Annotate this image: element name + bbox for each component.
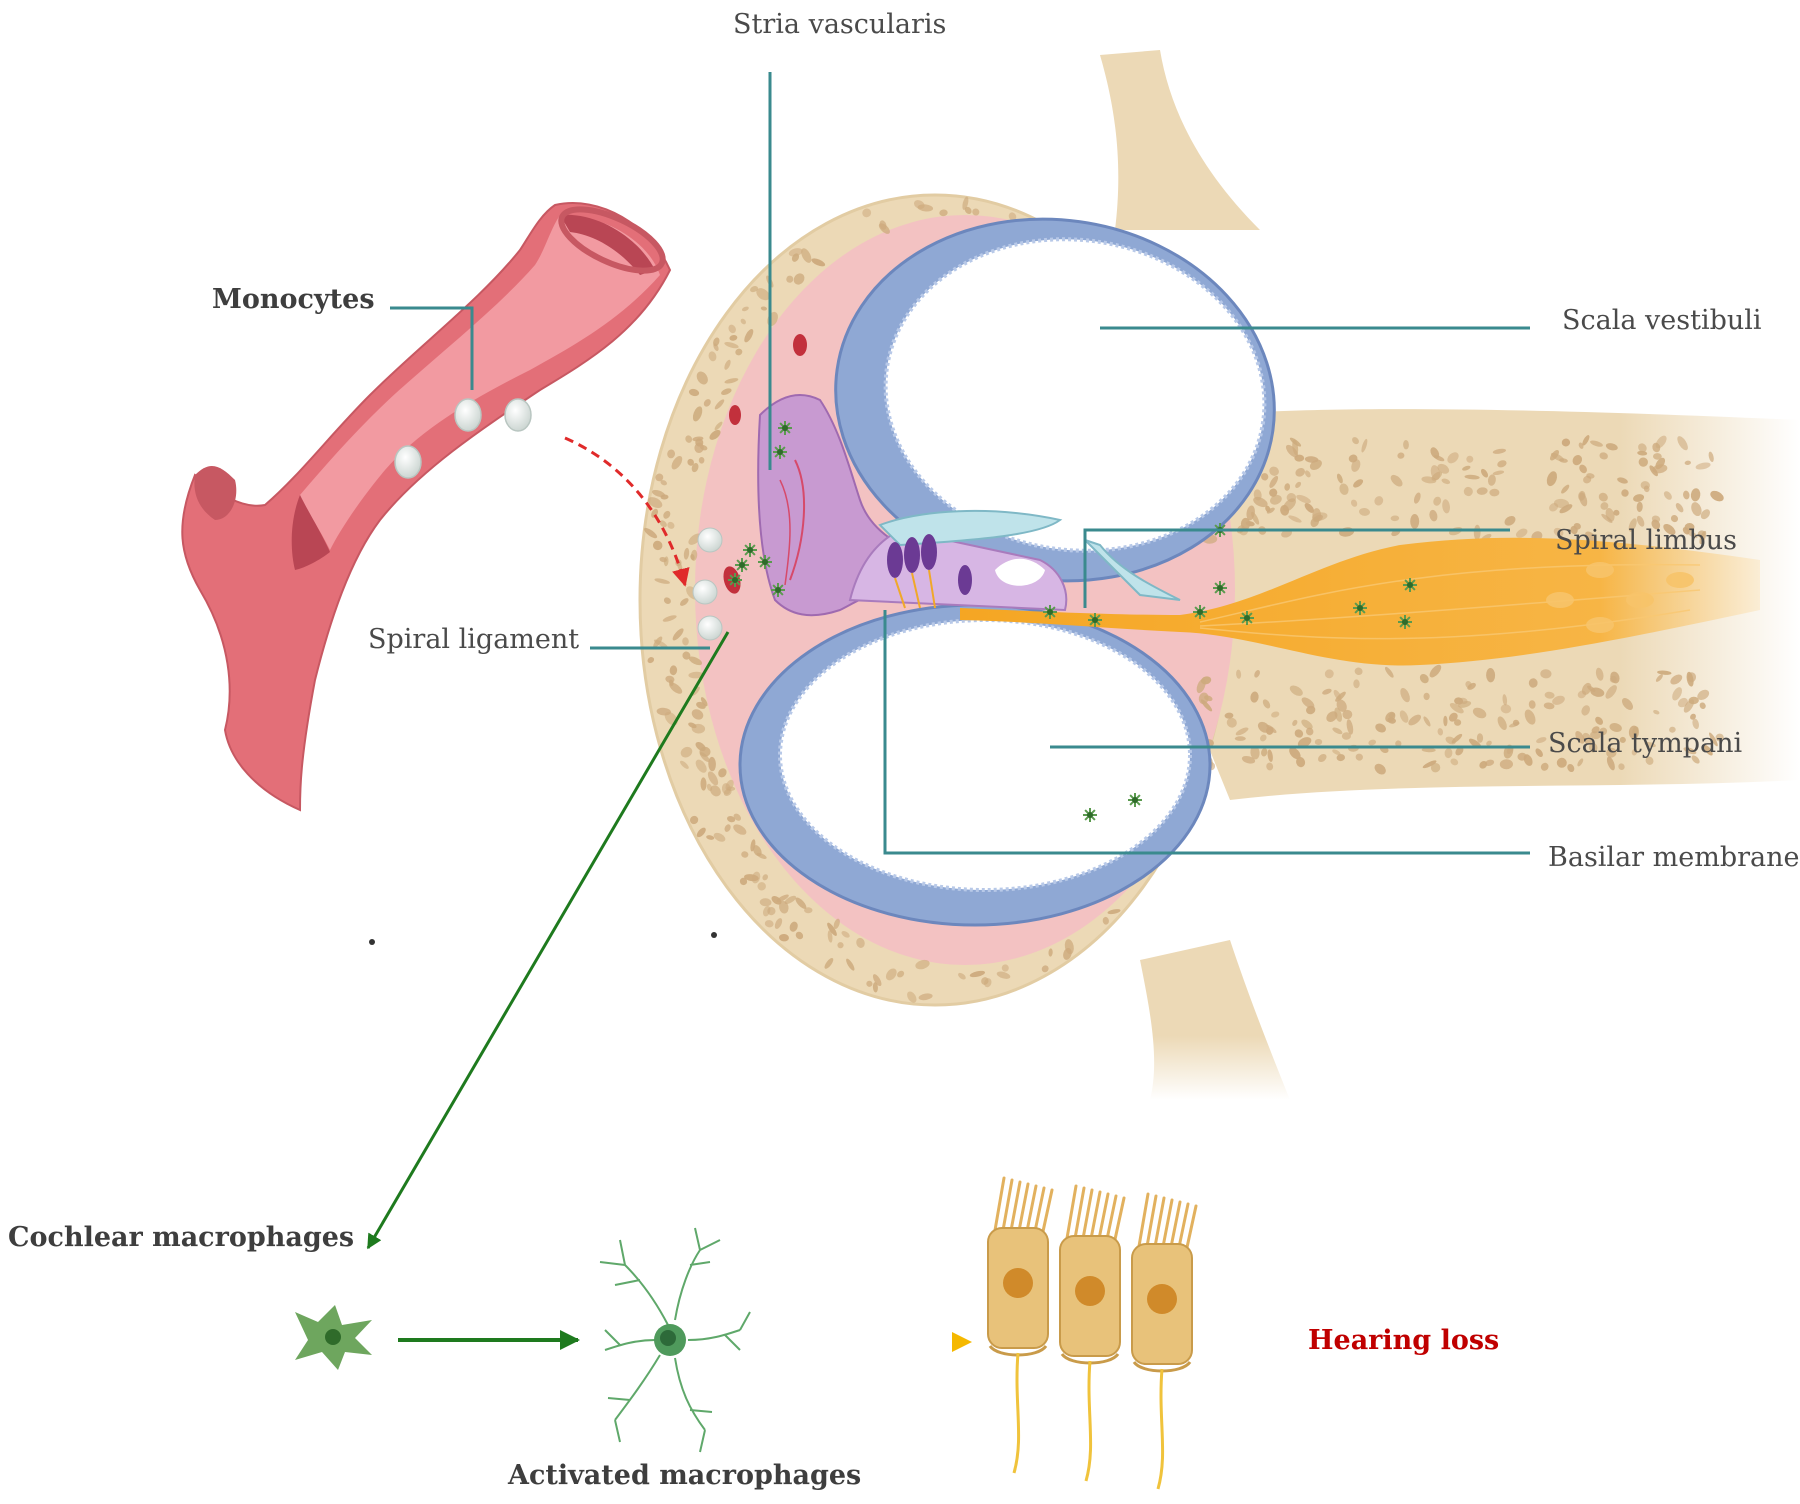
leader-basilar-membrane: [883, 610, 1530, 855]
label-basilar-membrane: Basilar membrane: [1548, 842, 1800, 873]
red-blood-cells: [723, 334, 807, 594]
blood-vessel: [181, 202, 672, 812]
recruitment-arrow: [366, 631, 730, 1250]
leader-lines: [390, 72, 1530, 855]
label-spiral-ligament: Spiral ligament: [368, 624, 580, 655]
label-scala-tympani: Scala tympani: [1548, 728, 1743, 759]
label-monocytes: Monocytes: [212, 284, 375, 315]
resting-macrophage-icon: [295, 1305, 372, 1370]
label-hearing-loss: Hearing loss: [1308, 1325, 1500, 1356]
label-scala-vestibuli: Scala vestibuli: [1562, 305, 1762, 336]
leader-monocytes: [390, 306, 474, 390]
spiral-limbus-tissue: [1084, 539, 1181, 601]
label-activated-macrophages: Activated macrophages: [508, 1460, 862, 1491]
migration-arrow: [564, 436, 690, 587]
hair-cells: [987, 1176, 1198, 1490]
organ-of-corti: [848, 509, 1068, 612]
scala-tympani-chamber: [738, 603, 1212, 927]
label-stria-vascularis: Stria vascularis: [733, 9, 947, 40]
resident-macrophages: [728, 421, 1417, 822]
label-cochlear-macrophages: Cochlear macrophages: [8, 1222, 355, 1253]
scala-vestibuli-chamber: [834, 217, 1276, 583]
activated-macrophage-icon: [599, 1227, 751, 1453]
leader-spiral-limbus: [1083, 528, 1510, 608]
infiltrating-monocytes: [692, 527, 723, 641]
label-spiral-limbus: Spiral limbus: [1555, 525, 1738, 556]
